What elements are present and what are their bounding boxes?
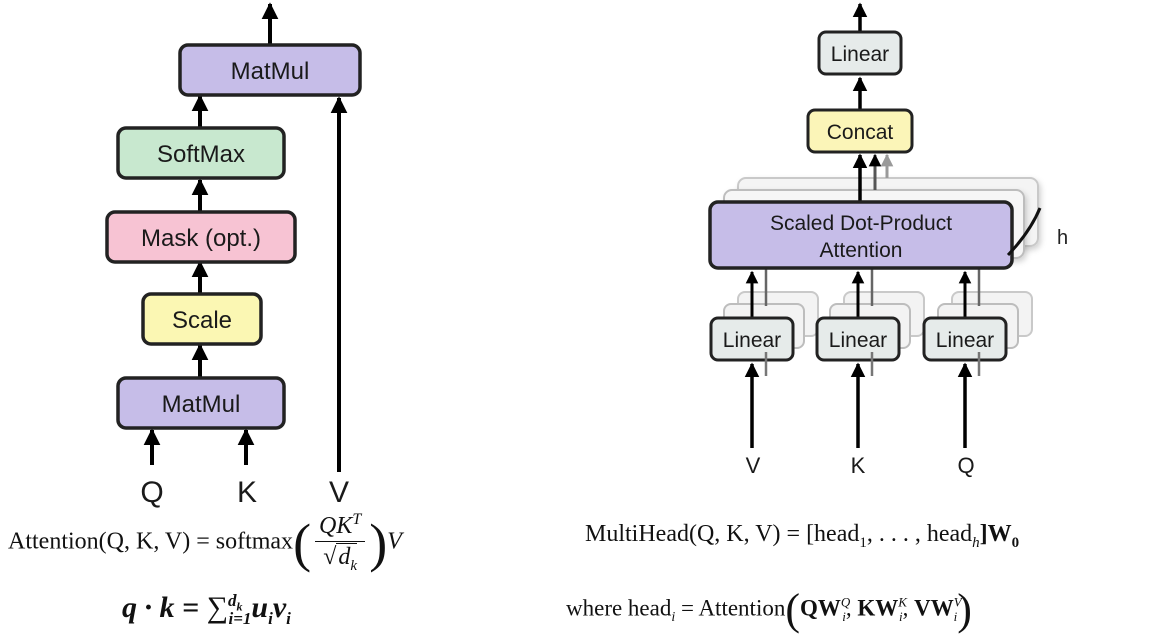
- linear-out-label: Linear: [831, 43, 889, 66]
- left-paren: (: [293, 512, 312, 573]
- where-t1-sub: i: [842, 608, 846, 624]
- where-t2-sup: K: [898, 594, 907, 610]
- input-k-label: K: [851, 453, 866, 478]
- where-t3-sub: i: [953, 608, 958, 624]
- where-eq: = Attention: [675, 595, 786, 621]
- multi-head-attention-diagram: Scaled Dot-Product Attention h Concat Li…: [708, 2, 1068, 478]
- where-t2: KW: [857, 595, 899, 621]
- attention-label-line2: Attention: [820, 239, 903, 262]
- sum-lower: i=1: [228, 609, 252, 628]
- attention-formula-tail: V: [387, 528, 402, 555]
- scale-label: Scale: [172, 307, 232, 334]
- where-t1-sup: Q: [840, 594, 851, 610]
- linear-v-block: [709, 316, 795, 362]
- linear-k-label: Linear: [829, 329, 887, 352]
- sum-upper-sub: k: [236, 599, 243, 614]
- input-k-label: K: [237, 476, 257, 509]
- where-formula: where headi = Attention(QWQi, KWKi, VWVi…: [566, 588, 972, 632]
- linear-q-label: Linear: [936, 329, 994, 352]
- multihead-text: MultiHead(Q, K, V) = [head: [585, 521, 860, 547]
- dot-term-v: v: [272, 591, 287, 624]
- numerator-text: QK: [319, 513, 353, 539]
- where-t3: VW: [914, 595, 954, 621]
- where-pre-sub: i: [671, 609, 676, 625]
- multihead-mid: , . . . , head: [866, 521, 973, 547]
- softmax-block: [116, 126, 286, 180]
- input-q-label: Q: [957, 453, 974, 478]
- input-v-label: V: [329, 476, 349, 509]
- denominator-sub: k: [350, 557, 358, 574]
- matmul-bottom-block: [116, 376, 286, 430]
- dot-term-u-sub: i: [268, 609, 273, 628]
- sum-upper-text: d: [228, 591, 237, 610]
- matmul-bottom-label: MatMul: [162, 391, 241, 418]
- comma-1: ,: [845, 595, 858, 621]
- attention-formula-lhs: Attention(Q, K, V) = softmax: [8, 528, 294, 555]
- sum-symbol: ∑: [206, 591, 228, 624]
- fraction-denominator: √dk: [323, 543, 358, 574]
- multihead-formula: MultiHead(Q, K, V) = [head1, . . . , hea…: [585, 522, 1019, 551]
- mask-block: [105, 210, 297, 264]
- where-left-paren: (: [785, 585, 800, 634]
- dot-term-u: u: [251, 591, 269, 624]
- heads-brace: [1006, 207, 1042, 257]
- matmul-top-block: [178, 43, 362, 97]
- right-paren: ): [369, 512, 388, 573]
- matmul-top-label: MatMul: [231, 58, 310, 85]
- scale-block: [141, 292, 263, 346]
- multihead-end: ]W: [979, 521, 1012, 547]
- scaled-dot-product-attention-diagram: MatMul SoftMax Mask (opt.) Scale MatMul …: [105, 2, 362, 509]
- dot-product-formula: q · k = ∑dki=1uivi: [122, 592, 291, 627]
- concat-block: [806, 108, 914, 154]
- where-t1: QW: [800, 595, 841, 621]
- numerator-sup: T: [352, 511, 362, 528]
- sum-upper: dk: [228, 591, 243, 614]
- linear-out-block: [817, 30, 903, 76]
- linear-v-label: Linear: [723, 329, 781, 352]
- where-t3-sup: V: [953, 594, 962, 610]
- multihead-sub1: 1: [859, 534, 867, 551]
- attention-label-line1: Scaled Dot-Product: [770, 212, 952, 235]
- input-q-label: Q: [140, 476, 163, 509]
- linear-k-block: [815, 316, 901, 362]
- dot-term-v-sub: i: [286, 609, 291, 628]
- input-v-label: V: [746, 453, 761, 478]
- multihead-subh: h: [972, 534, 980, 551]
- comma-2: ,: [902, 595, 915, 621]
- multihead-sub0: 0: [1011, 534, 1020, 551]
- fraction-numerator: QKT: [315, 511, 366, 542]
- attention-block: [708, 200, 1014, 270]
- linear-q-block: [922, 316, 1008, 362]
- where-right-paren: ): [957, 585, 972, 634]
- concat-label: Concat: [827, 121, 894, 144]
- attention-fraction: QKT√dk: [315, 511, 366, 574]
- where-t2-sub: i: [898, 608, 903, 624]
- heads-label: h: [1057, 227, 1068, 249]
- mask-label: Mask (opt.): [141, 225, 261, 252]
- denominator-text: d: [338, 544, 351, 570]
- where-pre: where head: [566, 595, 672, 621]
- dot-formula-lhs: q · k =: [122, 591, 207, 624]
- softmax-label: SoftMax: [157, 141, 245, 168]
- attention-formula: Attention(Q, K, V) = softmax(QKT√dk)V: [8, 512, 402, 574]
